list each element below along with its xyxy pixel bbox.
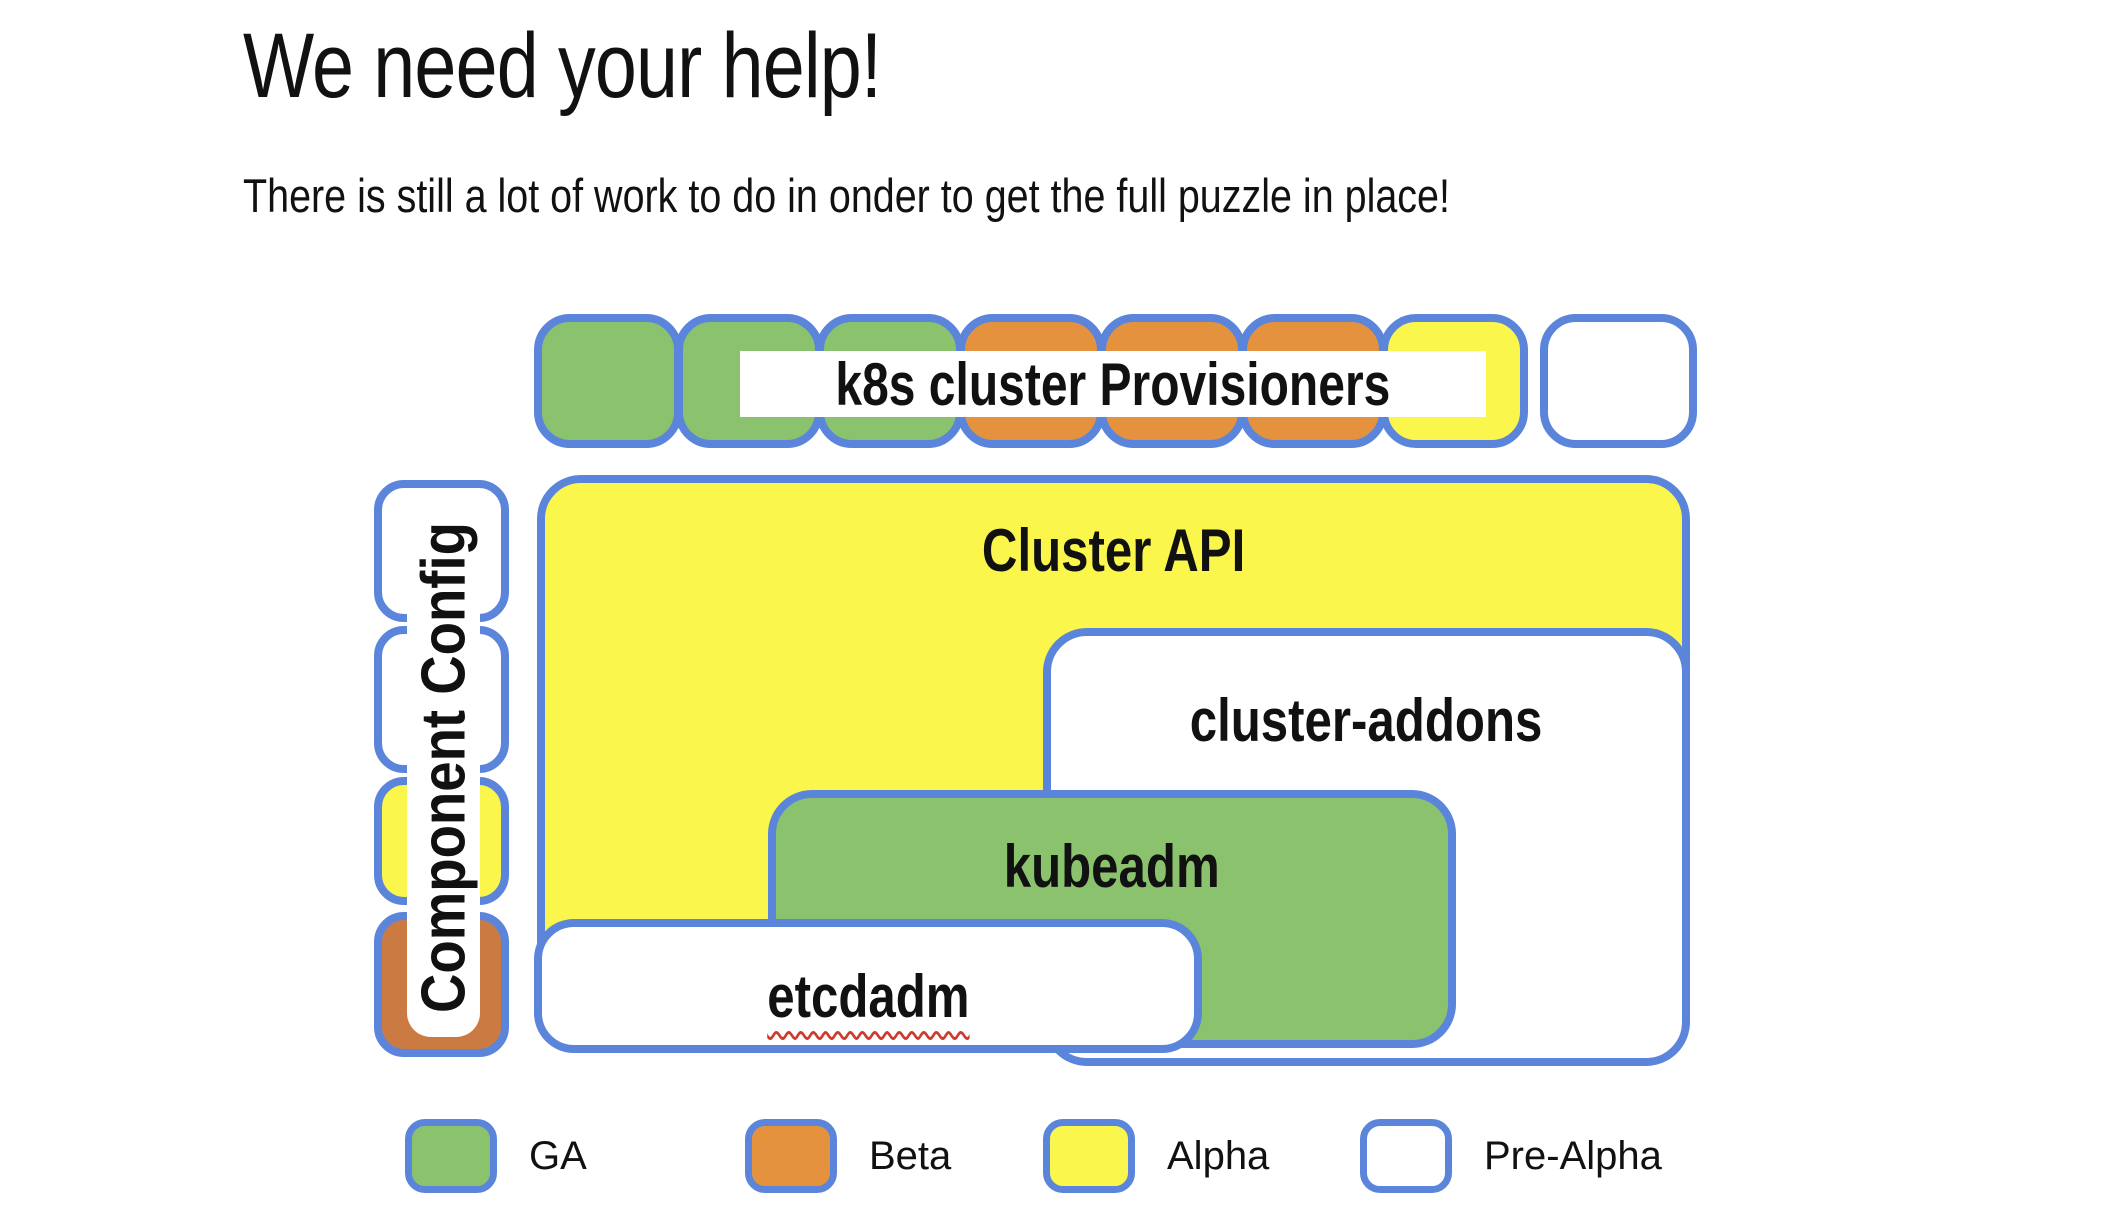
provisioners-row-label: k8s cluster Provisioners bbox=[740, 350, 1486, 418]
legend-swatch-beta bbox=[745, 1119, 837, 1193]
legend-swatch-ga bbox=[405, 1119, 497, 1193]
legend-item-ga: GA bbox=[405, 1118, 587, 1194]
box-cluster-api-label: Cluster API bbox=[981, 517, 1246, 584]
box-kubeadm-label: kubeadm bbox=[1003, 833, 1220, 900]
legend-label: Alpha bbox=[1167, 1133, 1270, 1178]
legend-item-pre-alpha: Pre-Alpha bbox=[1360, 1118, 1662, 1194]
legend-item-beta: Beta bbox=[745, 1118, 951, 1194]
box-cluster-addons-label: cluster-addons bbox=[1190, 687, 1543, 754]
legend-item-alpha: Alpha bbox=[1043, 1118, 1269, 1194]
page-title: We need your help! bbox=[243, 15, 882, 117]
page-subtitle: There is still a lot of work to do in on… bbox=[243, 169, 1450, 222]
box-etcdadm: etcdadm bbox=[534, 919, 1202, 1053]
component-config-label: Component Config bbox=[407, 497, 480, 1037]
legend-label: Pre-Alpha bbox=[1484, 1133, 1662, 1178]
status-square-ga bbox=[534, 314, 682, 448]
provisioners-row-label-text: k8s cluster Provisioners bbox=[835, 350, 1391, 418]
component-config-label-text: Component Config bbox=[409, 521, 479, 1013]
status-square-pre-alpha bbox=[1540, 314, 1697, 448]
legend-label: Beta bbox=[869, 1133, 952, 1178]
legend-swatch-alpha bbox=[1043, 1119, 1135, 1193]
legend-label: GA bbox=[529, 1133, 587, 1178]
spellcheck-squiggle: etcdadm bbox=[766, 963, 970, 1030]
legend-swatch-pre-alpha bbox=[1360, 1119, 1452, 1193]
box-etcdadm-label: etcdadm bbox=[542, 962, 1194, 1031]
